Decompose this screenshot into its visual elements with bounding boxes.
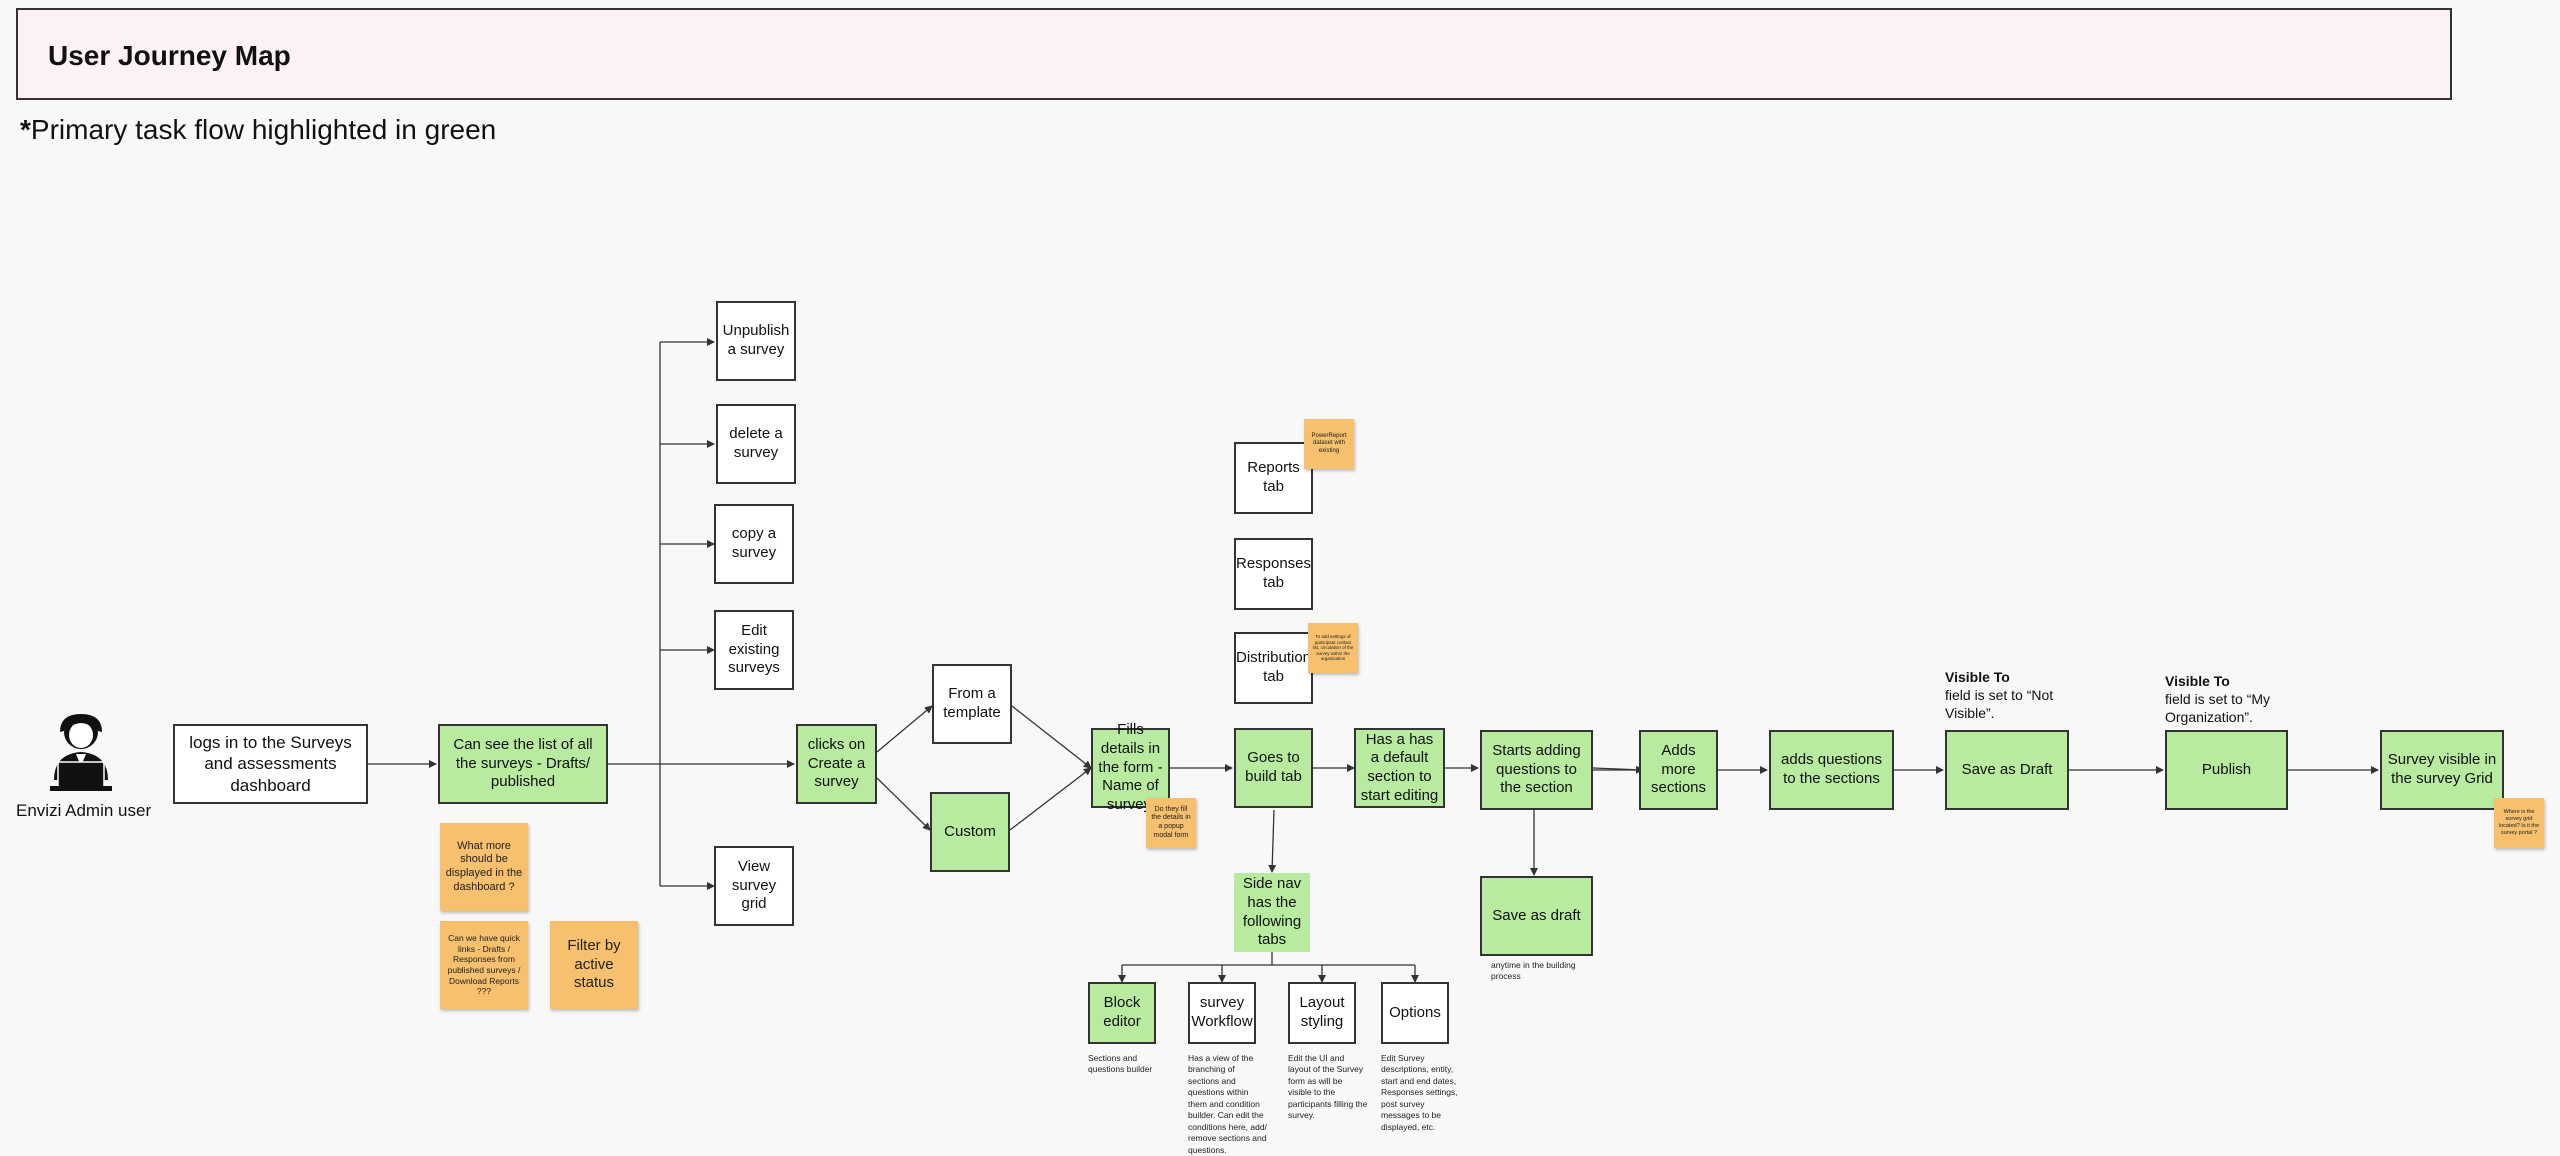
draft-visibility-text: field is set to “Not Visible”. xyxy=(1945,687,2054,722)
note-block-editor: Sections and questions builder xyxy=(1088,1053,1153,1075)
fills-details-node: Fills details in the form - Name of surv… xyxy=(1091,721,1170,813)
responses-tab-node: Responses tab xyxy=(1234,538,1313,610)
publish-visibility-label: Visible To xyxy=(2165,673,2230,689)
actor-label: Envizi Admin user xyxy=(16,801,152,820)
options-node: Options xyxy=(1381,982,1449,1044)
sticky-what-more: What more should be displayed in the das… xyxy=(440,823,528,911)
start-adding-node: Starts adding questions to the section xyxy=(1480,730,1593,810)
page-title: User Journey Map xyxy=(48,40,291,71)
note-anytime: anytime in the building process xyxy=(1491,960,1576,982)
publish-node: Publish xyxy=(2165,730,2288,810)
sticky-distribution-note: To add settings of participant contact l… xyxy=(1308,623,1358,673)
draft-visibility-label: Visible To xyxy=(1945,669,2010,685)
publish-visibility-text: field is set to “My Organization”. xyxy=(2165,691,2271,726)
note-options: Edit Survey descriptions, entity, start … xyxy=(1381,1053,1458,1132)
view-grid-node: View survey grid xyxy=(714,846,794,926)
unpublish-node: Unpublish a survey xyxy=(716,301,796,381)
copy-node: copy a survey xyxy=(714,504,794,584)
sticky-quick-links: Can we have quick links - Drafts / Respo… xyxy=(440,921,528,1009)
user-with-laptop-icon xyxy=(50,714,112,791)
sticky-popup: Do they fill the details in a popup moda… xyxy=(1146,798,1196,848)
block-editor-node: Block editor xyxy=(1088,982,1156,1044)
from-template-node: From a template xyxy=(932,664,1012,744)
sticky-powerbi: PowerReport dataset with existing xyxy=(1304,419,1354,469)
layout-styling-node: Layout styling xyxy=(1288,982,1356,1044)
publish-visibility-note: Visible To field is set to “My Organizat… xyxy=(2165,672,2305,727)
goes-build-tab-node: Goes to build tab xyxy=(1234,728,1313,808)
reports-tab-node: Reports tab xyxy=(1234,442,1313,514)
default-section-node: Has a has a default section to start edi… xyxy=(1354,728,1445,808)
sticky-filter: Filter by active status xyxy=(550,921,638,1009)
note-layout-styling: Edit the UI and layout of the Survey for… xyxy=(1288,1053,1368,1121)
survey-workflow-node: survey Workflow xyxy=(1188,982,1256,1044)
survey-visible-grid-node: Survey visible in the survey Grid xyxy=(2380,730,2504,810)
subtitle-text: Primary task flow highlighted in green xyxy=(30,114,497,145)
page-header: User Journey Map xyxy=(16,8,2452,100)
sticky-grid-note: Where is the survey grid located? Is it … xyxy=(2494,798,2544,848)
note-survey-workflow: Has a view of the branching of sections … xyxy=(1188,1053,1267,1155)
delete-node: delete a survey xyxy=(716,404,796,484)
adds-more-sections-node: Adds more sections xyxy=(1639,730,1718,810)
login-node: logs in to the Surveys and assessments d… xyxy=(173,724,368,804)
save-as-draft-lower-node: Save as draft xyxy=(1480,876,1593,956)
subtitle-asterisk: * xyxy=(20,114,31,145)
survey-list-node: Can see the list of all the surveys - Dr… xyxy=(438,724,608,804)
adds-questions-node: adds questions to the sections xyxy=(1769,730,1894,810)
create-survey-node: clicks on Create a survey xyxy=(796,724,877,804)
edit-node: Edit existing surveys xyxy=(714,610,794,690)
distribution-tab-node: Distribution tab xyxy=(1234,632,1313,704)
save-as-draft-node: Save as Draft xyxy=(1945,730,2069,810)
custom-node: Custom xyxy=(930,792,1010,872)
draft-visibility-note: Visible To field is set to “Not Visible”… xyxy=(1945,668,2075,723)
side-nav-node: Side nav has the following tabs xyxy=(1234,873,1310,952)
subtitle: *Primary task flow highlighted in green xyxy=(20,114,496,146)
